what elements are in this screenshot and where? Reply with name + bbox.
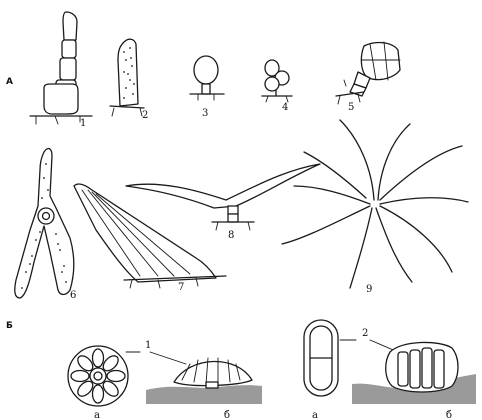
- item2-left-letter: а: [312, 410, 318, 420]
- rosette-cell: [71, 371, 89, 382]
- stipple-dot: [45, 163, 47, 165]
- figure-number-7: 7: [178, 282, 184, 293]
- stipple-dot: [125, 87, 127, 89]
- stipple-dot: [29, 263, 31, 265]
- stellate-hair-figure-9: 9: [282, 120, 468, 295]
- rosette-cell: [107, 371, 125, 382]
- stipple-dot: [47, 189, 49, 191]
- scale-side-view-1b: б: [146, 358, 262, 420]
- hair-figure-2: 2: [110, 39, 148, 121]
- glandular-hair-figure-4: 4: [262, 60, 292, 113]
- stipple-dot: [130, 57, 132, 59]
- stipple-dot: [131, 65, 133, 67]
- item2-callout: 2: [340, 328, 398, 352]
- gland-side-view-2b: б: [352, 342, 476, 420]
- item1-number: 1: [145, 340, 151, 351]
- stipple-dot: [123, 51, 125, 53]
- stipple-dot: [125, 59, 127, 61]
- stipple-dot: [55, 233, 57, 235]
- glandular-hair-figure-3: 3: [190, 56, 224, 119]
- stipple-dot: [129, 47, 131, 49]
- glandular-hair-figure-5: 5: [336, 42, 400, 113]
- item2-right-letter: б: [446, 410, 452, 420]
- stipple-dot: [57, 243, 59, 245]
- figure-number-6: 6: [70, 290, 76, 301]
- forked-hair-figure-6: 6: [15, 149, 77, 301]
- stipple-dot: [127, 73, 129, 75]
- figure-number-9: 9: [366, 284, 372, 295]
- stipple-dot: [129, 79, 131, 81]
- stipple-dot: [21, 287, 23, 289]
- stipple-dot: [65, 281, 67, 283]
- figure-number-2: 2: [142, 110, 148, 121]
- item1-callout: 1: [126, 340, 186, 364]
- hair-figure-1: 1: [30, 12, 92, 129]
- item1-left-letter: а: [94, 410, 100, 420]
- stipple-dot: [59, 249, 61, 251]
- stipple-dot: [41, 197, 43, 199]
- rosette-cell: [93, 349, 104, 367]
- stipple-dot: [43, 177, 45, 179]
- figure-number-4: 4: [282, 102, 288, 113]
- figure-number-8: 8: [228, 230, 234, 241]
- item1-right-letter: б: [224, 410, 230, 420]
- rosette-cell: [93, 385, 104, 403]
- stipple-dot: [63, 265, 65, 267]
- stipple-dot: [123, 97, 125, 99]
- gland-top-view-2a: а: [304, 320, 338, 420]
- stipple-dot: [39, 231, 41, 233]
- t-shaped-hair-figure-8: 8: [126, 164, 320, 241]
- section-label-a: А: [6, 77, 13, 87]
- stipple-dot: [132, 93, 134, 95]
- stipple-dot: [25, 271, 27, 273]
- figure-number-3: 3: [202, 108, 208, 119]
- stipple-dot: [133, 83, 135, 85]
- figure-number-1: 1: [80, 118, 86, 129]
- stipple-dot: [61, 271, 63, 273]
- figure-number-5: 5: [348, 102, 354, 113]
- section-label-b: Б: [6, 321, 13, 331]
- stipple-dot: [35, 239, 37, 241]
- scale-top-view-1a: а: [68, 346, 128, 420]
- item2-number: 2: [362, 328, 368, 339]
- stipple-dot: [123, 71, 125, 73]
- stipple-dot: [31, 255, 33, 257]
